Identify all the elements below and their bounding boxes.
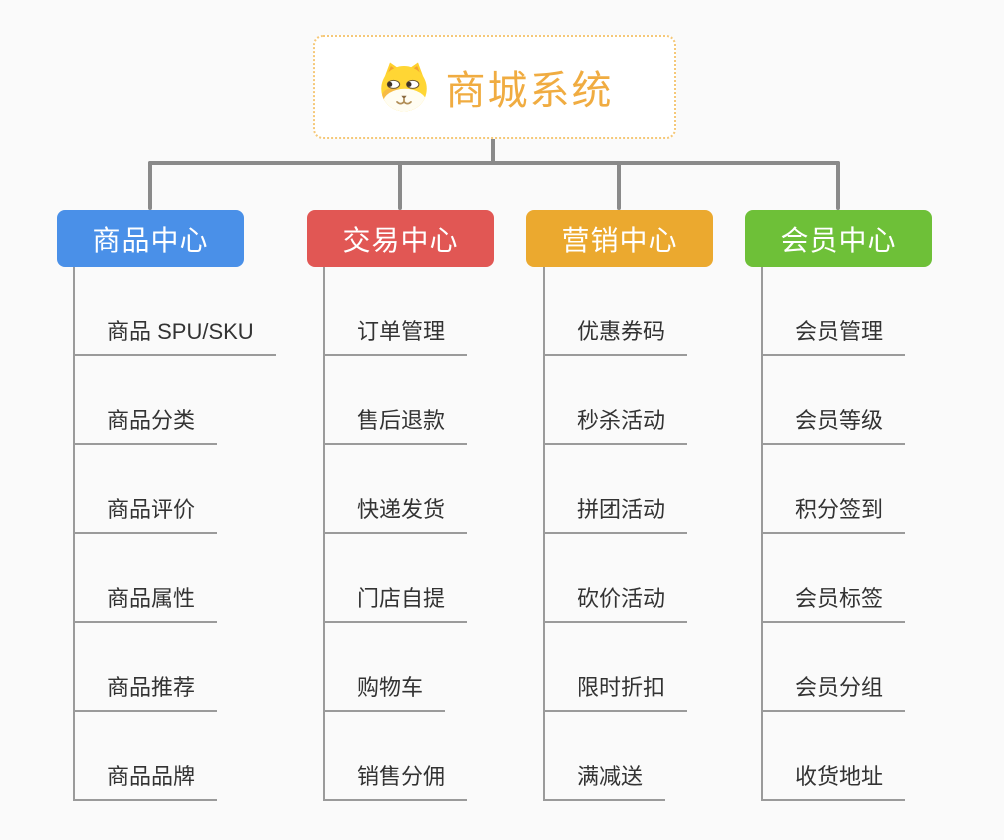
child-node[interactable]: 商品推荐 xyxy=(73,675,218,712)
dog-face-icon xyxy=(376,60,432,114)
root-connector-line xyxy=(491,139,495,165)
branch-children-trade-center: 订单管理 售后退款 快递发货 门店自提 购物车 销售分佣 xyxy=(323,267,468,801)
child-node[interactable]: 优惠券码 xyxy=(543,319,688,356)
child-node[interactable]: 销售分佣 xyxy=(323,764,468,801)
branch-bus-line xyxy=(148,161,840,165)
child-node[interactable]: 订单管理 xyxy=(323,319,468,356)
branch-children-marketing-center: 优惠券码 秒杀活动 拼团活动 砍价活动 限时折扣 满减送 xyxy=(543,267,688,801)
branch-header-product-center[interactable]: 商品中心 xyxy=(57,210,244,267)
branch-drop-line xyxy=(398,161,402,210)
child-node[interactable]: 购物车 xyxy=(323,675,446,712)
child-node[interactable]: 商品 SPU/SKU xyxy=(73,319,276,356)
child-node[interactable]: 商品属性 xyxy=(73,586,218,623)
spine-line xyxy=(323,267,325,801)
branch-drop-line xyxy=(836,161,840,210)
branch-header-trade-center[interactable]: 交易中心 xyxy=(307,210,494,267)
branch-drop-line xyxy=(148,161,152,210)
child-node[interactable]: 积分签到 xyxy=(761,497,906,534)
child-node[interactable]: 售后退款 xyxy=(323,408,468,445)
spine-line xyxy=(543,267,545,801)
child-node[interactable]: 收货地址 xyxy=(761,764,906,801)
child-node[interactable]: 限时折扣 xyxy=(543,675,688,712)
spine-line xyxy=(761,267,763,801)
branch-children-member-center: 会员管理 会员等级 积分签到 会员标签 会员分组 收货地址 xyxy=(761,267,906,801)
child-node[interactable]: 拼团活动 xyxy=(543,497,688,534)
child-node[interactable]: 快递发货 xyxy=(323,497,468,534)
child-node[interactable]: 满减送 xyxy=(543,764,666,801)
branch-children-product-center: 商品 SPU/SKU 商品分类 商品评价 商品属性 商品推荐 商品品牌 xyxy=(73,267,276,801)
root-title: 商城系统 xyxy=(445,69,614,113)
child-node[interactable]: 会员标签 xyxy=(761,586,906,623)
child-node[interactable]: 门店自提 xyxy=(323,586,468,623)
root-node[interactable]: 商城系统 xyxy=(313,35,676,139)
branch-header-marketing-center[interactable]: 营销中心 xyxy=(526,210,713,267)
spine-line xyxy=(73,267,75,801)
child-node[interactable]: 秒杀活动 xyxy=(543,408,688,445)
child-node[interactable]: 商品分类 xyxy=(73,408,218,445)
child-node[interactable]: 商品评价 xyxy=(73,497,218,534)
child-node[interactable]: 砍价活动 xyxy=(543,586,688,623)
branch-header-member-center[interactable]: 会员中心 xyxy=(745,210,932,267)
child-node[interactable]: 会员管理 xyxy=(761,319,906,356)
child-node[interactable]: 会员分组 xyxy=(761,675,906,712)
child-node[interactable]: 会员等级 xyxy=(761,408,906,445)
branch-drop-line xyxy=(617,161,621,210)
child-node[interactable]: 商品品牌 xyxy=(73,764,218,801)
